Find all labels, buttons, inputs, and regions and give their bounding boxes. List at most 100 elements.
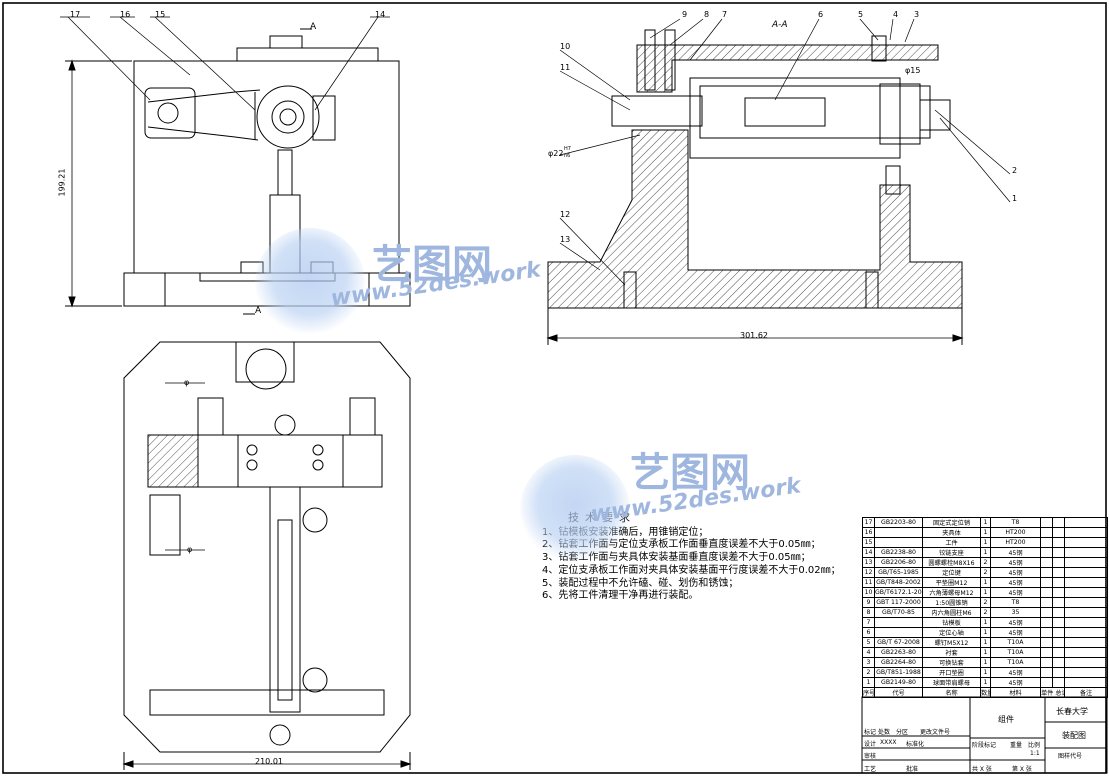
tb-scale: 1:1 xyxy=(1030,750,1040,757)
watermark-logo xyxy=(520,455,630,565)
watermark-logo xyxy=(255,228,365,338)
bom-weight-total xyxy=(1052,647,1065,658)
bom-weight-single xyxy=(1040,527,1053,538)
bom-code: GB/T6172.1-2000 xyxy=(874,587,923,598)
bom-remark xyxy=(1064,637,1108,648)
bom-weight-single xyxy=(1040,537,1053,548)
bom-code: GB2264-80 xyxy=(874,657,923,668)
bom-remark xyxy=(1064,597,1108,608)
bom-weight-total xyxy=(1052,607,1065,618)
tb-sheet-total: 共 X 张 xyxy=(972,766,992,773)
bom-qty: 1 xyxy=(980,537,991,548)
bom-name: 1:50圆锥销 xyxy=(922,597,981,608)
tb-review: 审核 xyxy=(864,753,877,760)
bom-code: GB2263-80 xyxy=(874,647,923,658)
tech-item: 6、先将工件清理干净再进行装配。 xyxy=(542,590,699,602)
bom-weight-total xyxy=(1052,667,1065,678)
bom-header-weight: 单件 总计 重量 xyxy=(1040,687,1065,698)
tb-approve: 批准 xyxy=(906,766,919,773)
bom-remark xyxy=(1064,657,1108,668)
bom-qty: 2 xyxy=(980,607,991,618)
tech-item: 4、定位支承板工作面对夹具体安装基面平行度误差不大于0.02㎜； xyxy=(542,564,841,576)
bom-remark xyxy=(1064,537,1108,548)
bom-code: GB2206-80 xyxy=(874,557,923,568)
bom-name: 定位心轴 xyxy=(922,627,981,638)
bom-remark xyxy=(1064,587,1108,598)
bom-material: T8 xyxy=(990,517,1041,528)
bom-weight-single xyxy=(1040,597,1053,608)
bom-weight-total xyxy=(1052,557,1065,568)
bom-material: 45钢 xyxy=(990,567,1041,578)
title-block-grid xyxy=(861,696,1108,774)
bom-weight-single xyxy=(1040,567,1053,578)
bom-code: GB2203-80 xyxy=(874,517,923,528)
bom-remark xyxy=(1064,517,1108,528)
bom-material: 45钢 xyxy=(990,577,1041,588)
bom-name: 螺钉M5X12 xyxy=(922,637,981,648)
bom-material: HT200 xyxy=(990,537,1041,548)
bom-header-remark: 备注 xyxy=(1064,687,1108,698)
bom-weight-single xyxy=(1040,517,1053,528)
bom-no: 17 xyxy=(862,517,875,528)
bom-no: 8 xyxy=(862,607,875,618)
tb-design-val: XXXX xyxy=(880,739,897,746)
bom-no: 12 xyxy=(862,567,875,578)
bom-weight-total xyxy=(1052,637,1065,648)
tech-item: 2、钻套工作面与定位支承板工作面垂直度误差不大于0.05㎜； xyxy=(542,539,821,551)
bom-material: HT200 xyxy=(990,527,1041,538)
bom-material: T10A xyxy=(990,647,1041,658)
bom-code: GB/T848-2002 xyxy=(874,577,923,588)
section-view xyxy=(546,18,1011,345)
bom-weight-single xyxy=(1040,667,1053,678)
bom-header-name: 名称 xyxy=(922,687,981,698)
bom-weight-total xyxy=(1052,597,1065,608)
bom-no: 2 xyxy=(862,667,875,678)
bom-no: 11 xyxy=(862,577,875,588)
top-view xyxy=(122,341,412,770)
bom-code xyxy=(874,627,923,638)
bom-name: 固定式定位销 xyxy=(922,517,981,528)
bom-name: 定位键 xyxy=(922,567,981,578)
bom-remark xyxy=(1064,647,1108,658)
bom-weight-single xyxy=(1040,637,1053,648)
bom-material: 35 xyxy=(990,607,1041,618)
bom-qty: 1 xyxy=(980,627,991,638)
bom-qty: 1 xyxy=(980,617,991,628)
bom-material: T10A xyxy=(990,637,1041,648)
watermark-brand: 艺图网 xyxy=(630,450,750,496)
bom-remark xyxy=(1064,627,1108,638)
bom-name: 球面带肩螺母 xyxy=(922,677,981,688)
bom-weight-single xyxy=(1040,547,1053,558)
bom-weight-single xyxy=(1040,647,1053,658)
tb-assembly: 组件 xyxy=(998,715,1014,724)
bom-weight-single xyxy=(1040,617,1053,628)
tb-change-doc: 更改文件号 xyxy=(920,729,951,736)
bom-weight-total xyxy=(1052,537,1065,548)
tb-design: 设计 xyxy=(864,741,877,748)
tech-item: 3、钻套工作面与夹具体安装基面垂直度误差不大于0.05㎜； xyxy=(542,552,811,564)
bom-no: 14 xyxy=(862,547,875,558)
bom-material: T8 xyxy=(990,597,1041,608)
bom-qty: 1 xyxy=(980,527,991,538)
bom-material: T10A xyxy=(990,657,1041,668)
bom-remark xyxy=(1064,607,1108,618)
bom-weight-total xyxy=(1052,527,1065,538)
bom-remark xyxy=(1064,557,1108,568)
bom-no: 16 xyxy=(862,527,875,538)
bom-weight-total xyxy=(1052,577,1065,588)
bom-name: 工件 xyxy=(922,537,981,548)
bom-weight-total xyxy=(1052,547,1065,558)
bom-header-code: 代号 xyxy=(874,687,923,698)
bom-header-material: 材料 xyxy=(990,687,1041,698)
